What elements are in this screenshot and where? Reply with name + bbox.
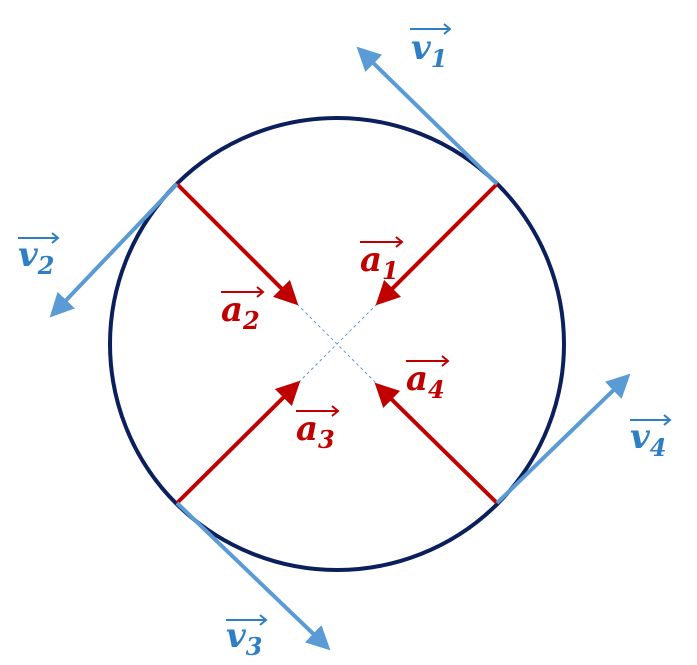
label-v4: v4: [630, 417, 666, 462]
velocity-vector-v2: [49, 182, 179, 318]
label-v3: v3: [226, 616, 262, 661]
guide-line-2: [296, 303, 378, 385]
label-v1: v1: [411, 28, 447, 73]
acceleration-vector-a1: [375, 182, 499, 306]
velocity-vector-v1: [356, 46, 499, 186]
velocity-vector-v4: [495, 373, 631, 505]
acceleration-vector-a4: [374, 382, 499, 505]
label-overarrows: [18, 23, 672, 626]
label-v2: v2: [18, 235, 54, 280]
velocity-vector-v3: [175, 501, 331, 651]
acceleration-vector-a2: [175, 182, 299, 306]
label-a3: a3: [296, 409, 335, 454]
label-a1: a1: [360, 240, 399, 285]
acceleration-vector-a3: [175, 380, 301, 505]
circular-path: [108, 116, 566, 572]
label-a4: a4: [406, 359, 445, 404]
label-a2: a2: [221, 290, 260, 335]
